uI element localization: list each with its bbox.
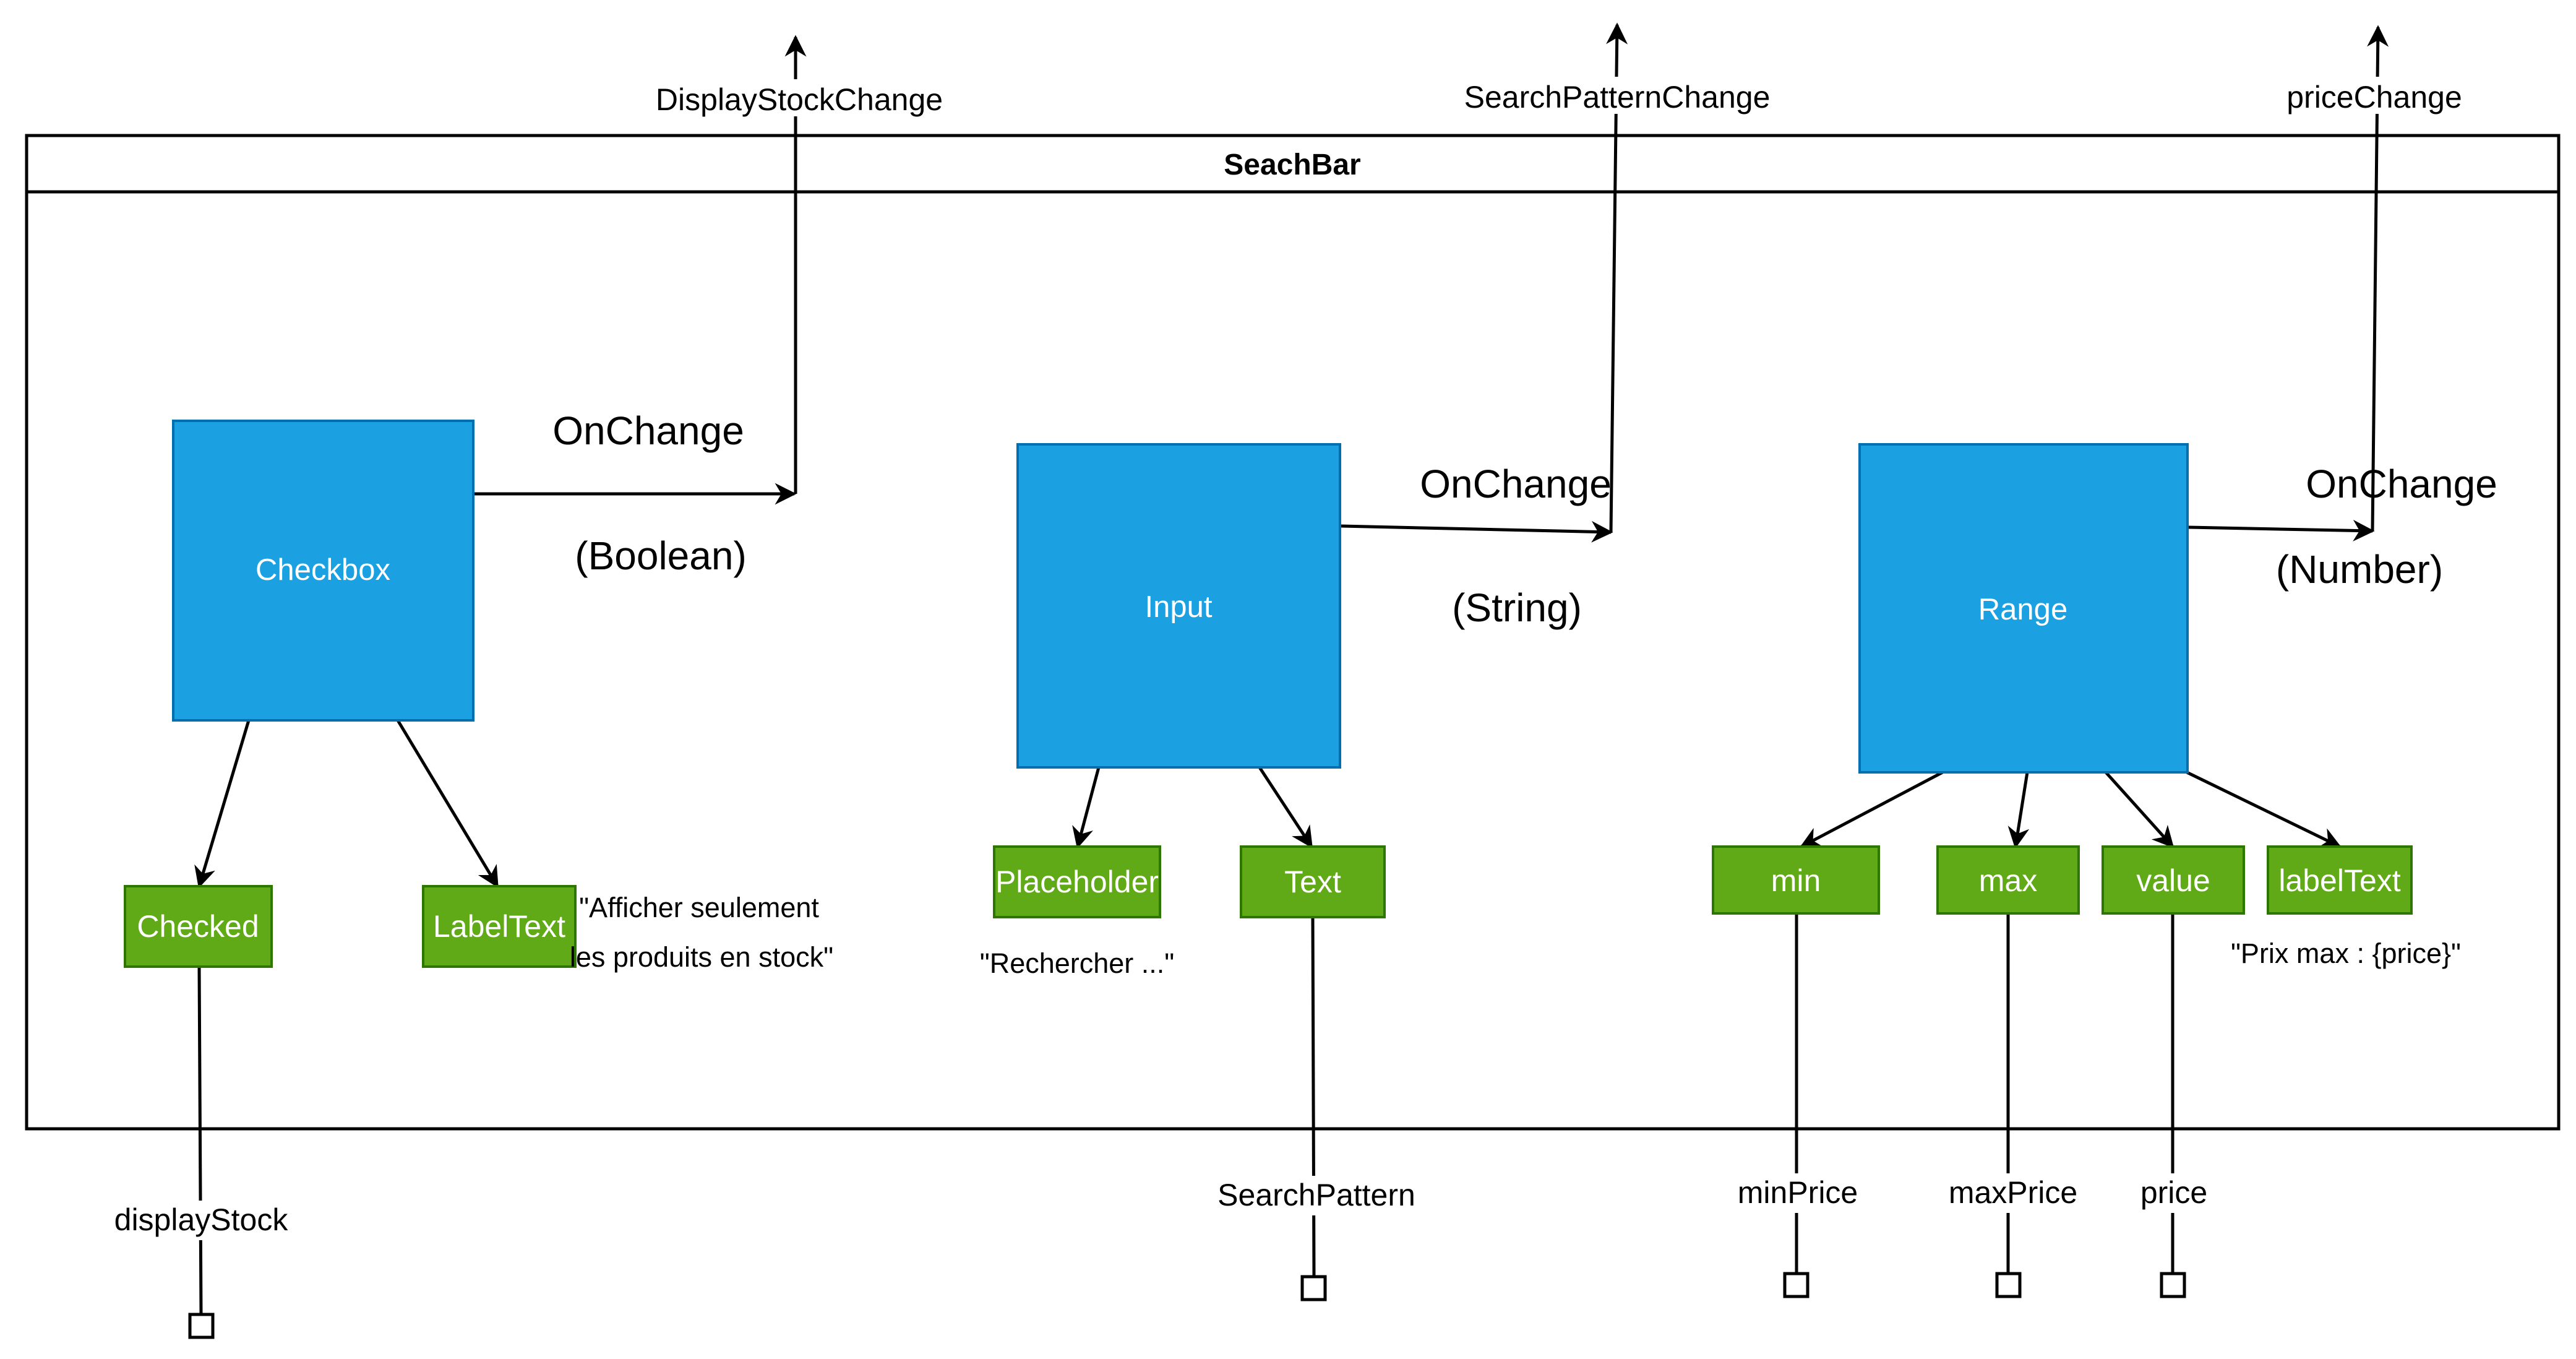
range-to-value-arrow (2105, 771, 2175, 848)
static-values: "Afficher seulement les produits en stoc… (570, 892, 2461, 979)
labeltext-range-value: "Prix max : {price}" (2231, 938, 2461, 969)
search-pattern-label: SearchPattern (1217, 1178, 1415, 1212)
max-label: max (1979, 863, 2037, 898)
labeltext-cb-value-line2: les produits en stock" (570, 941, 833, 973)
price-change-bg (2283, 77, 2468, 114)
text-box (1240, 845, 1386, 918)
checkbox-to-labeltext-arrow (396, 719, 499, 889)
min-box (1712, 845, 1880, 915)
placeholder-value: "Rechercher ..." (980, 947, 1175, 979)
display-stock-change-bg (656, 79, 934, 116)
range-onchange-type: (Number) (2276, 547, 2443, 592)
labeltext-cb-label: LabelText (433, 909, 565, 944)
min-price-port (1783, 1272, 1810, 1298)
input-to-placeholder-arrow (1072, 767, 1101, 849)
price-label: price (2140, 1175, 2207, 1210)
range-onchange-label: OnChange (2306, 462, 2497, 506)
display-stock-port (188, 1313, 215, 1339)
input-labels: displayStock SearchPattern minPrice maxP… (111, 1173, 2213, 1240)
input-ports (188, 1272, 2186, 1339)
checkbox-onchange-label: OnChange (552, 408, 744, 453)
range-box (1858, 443, 2189, 774)
text-prop: Text (1240, 845, 1386, 918)
range-to-min-arrow (1799, 770, 1944, 848)
onchange-labels: OnChange (Boolean) OnChange (String) OnC… (552, 408, 2497, 630)
placeholder-box (993, 845, 1161, 918)
labeltext-cb-box (422, 885, 577, 968)
search-pattern-port (1300, 1275, 1327, 1301)
input-lines (197, 913, 2175, 1315)
checkbox-to-checked-arrow (194, 720, 251, 889)
input-onchange-label: OnChange (1420, 462, 1612, 506)
checkbox-onchange-type: (Boolean) (575, 533, 747, 578)
placeholder-label: Placeholder (995, 865, 1159, 899)
range-label: Range (1978, 593, 2067, 626)
min-prop: min (1712, 845, 1880, 915)
placeholder-prop: Placeholder (993, 845, 1161, 918)
labeltext-range-box (2267, 845, 2413, 915)
display-stock-bg (111, 1201, 291, 1240)
labeltext-cb-value-line1: "Afficher seulement (579, 892, 819, 923)
display-stock-label: displayStock (114, 1202, 289, 1237)
max-price-label: maxPrice (1949, 1175, 2077, 1210)
labeltext-cb-prop: LabelText (422, 885, 577, 968)
seachbar-container: SeachBar (25, 134, 2561, 1131)
input-component: Input (1016, 443, 1341, 769)
text-input-line (1311, 917, 1316, 1277)
labeltext-range-prop: labelText (2267, 845, 2413, 915)
checkbox-component: Checkbox (172, 420, 474, 722)
checked-box (124, 885, 273, 968)
max-price-port (1995, 1272, 2022, 1298)
min-price-label: minPrice (1738, 1175, 1858, 1210)
input-onchange-arrow (1341, 520, 1613, 543)
max-box (1936, 845, 2080, 915)
search-pattern-change-label: SearchPatternChange (1464, 80, 1771, 114)
price-bg (2133, 1173, 2213, 1213)
checked-input-line (197, 966, 203, 1315)
min-price-bg (1732, 1173, 1868, 1213)
checked-prop: Checked (124, 885, 273, 968)
input-box (1016, 443, 1341, 769)
checkbox-box (172, 420, 474, 722)
container-title: SeachBar (1224, 149, 1360, 181)
search-pattern-bg (1219, 1176, 1410, 1215)
range-onchange-arrow (2187, 519, 2375, 541)
max-price-bg (1943, 1173, 2084, 1213)
min-label: min (1771, 863, 1821, 898)
checked-label: Checked (137, 909, 259, 944)
value-box (2102, 845, 2245, 915)
checkbox-label: Checkbox (255, 553, 390, 587)
input-to-text-arrow (1258, 766, 1313, 848)
labeltext-range-label: labelText (2278, 863, 2400, 898)
value-prop: value (2102, 845, 2245, 915)
input-label: Input (1145, 590, 1213, 624)
price-port (2160, 1272, 2186, 1298)
range-component: Range (1858, 443, 2189, 774)
range-to-labeltext-arrow (2186, 770, 2342, 848)
display-stock-change-label: DisplayStockChange (656, 82, 943, 117)
max-prop: max (1936, 845, 2080, 915)
search-pattern-change-bg (1460, 77, 1769, 114)
container-frame (25, 134, 2561, 1131)
value-label: value (2136, 863, 2210, 898)
output-events: DisplayStockChange SearchPatternChange p… (656, 77, 2468, 117)
range-to-max-arrow (2007, 772, 2030, 849)
text-label: Text (1284, 865, 1341, 899)
prop-arrows (194, 719, 2342, 889)
input-onchange-type: (String) (1452, 585, 1582, 630)
price-change-label: priceChange (2286, 80, 2462, 114)
